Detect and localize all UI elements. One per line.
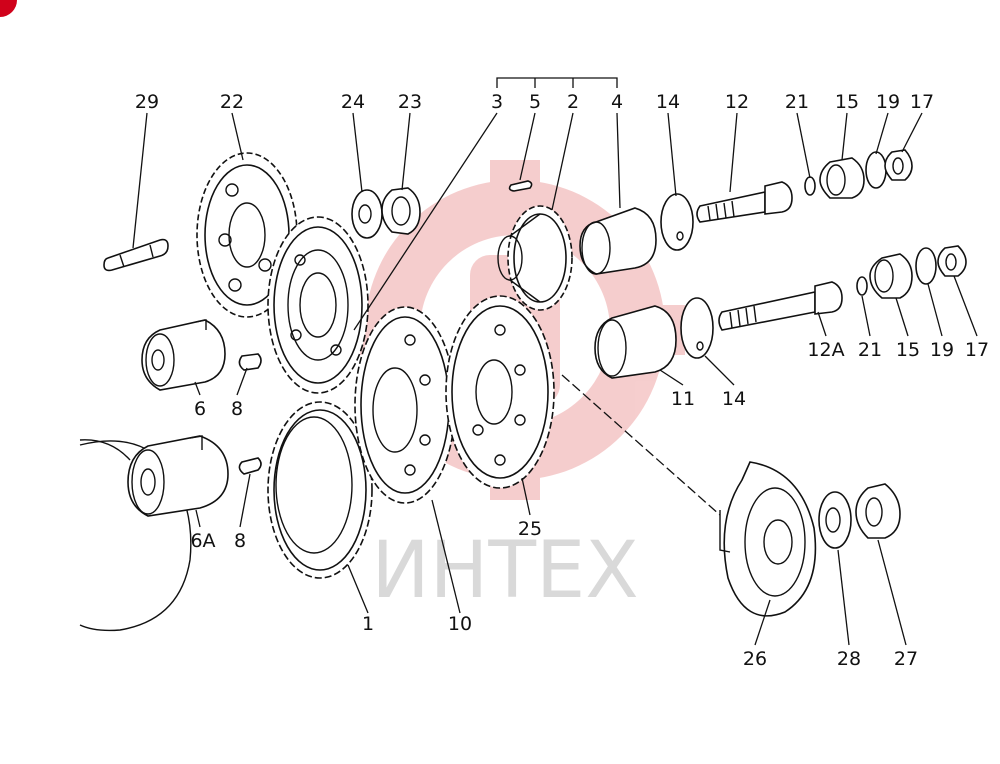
group-bracket bbox=[496, 77, 618, 88]
label-19-bottom: 19 bbox=[930, 339, 954, 361]
label-21-bottom: 21 bbox=[858, 339, 882, 361]
part-6a-crankshaft-hub bbox=[79, 435, 229, 632]
part-14-washer-top bbox=[660, 193, 694, 251]
label-17-bottom: 17 bbox=[965, 339, 989, 361]
label-29: 29 bbox=[135, 91, 159, 113]
label-26: 26 bbox=[743, 648, 767, 670]
part-15-collar-bottom bbox=[869, 253, 913, 299]
part-11-bushing bbox=[594, 305, 677, 379]
part-26-flange bbox=[719, 461, 817, 617]
label-8-lower: 8 bbox=[234, 530, 246, 552]
label-21-top: 21 bbox=[785, 91, 809, 113]
part-4-bushing bbox=[579, 207, 657, 275]
label-22: 22 bbox=[220, 91, 244, 113]
label-6: 6 bbox=[194, 398, 206, 420]
part-6-hub bbox=[141, 319, 226, 391]
label-17-top: 17 bbox=[910, 91, 934, 113]
label-8-upper: 8 bbox=[231, 398, 243, 420]
part-29-pin bbox=[103, 238, 169, 272]
part-10-gear bbox=[354, 306, 456, 504]
label-1: 1 bbox=[362, 613, 374, 635]
label-6a: 6A bbox=[190, 530, 215, 552]
corner-marker bbox=[0, 0, 17, 17]
part-5-key bbox=[508, 180, 533, 192]
part-3-gear bbox=[267, 216, 369, 394]
part-2-gear bbox=[497, 205, 573, 311]
label-19-top: 19 bbox=[876, 91, 900, 113]
part-25-gear bbox=[445, 295, 555, 489]
part-21-ring-top bbox=[804, 176, 816, 196]
part-1-gear bbox=[267, 401, 373, 579]
part-12a-bolt bbox=[718, 281, 843, 331]
label-3: 3 bbox=[491, 91, 503, 113]
part-27-nut bbox=[855, 483, 901, 539]
label-24: 24 bbox=[341, 91, 365, 113]
part-24-washer bbox=[351, 189, 383, 239]
part-12-bolt bbox=[696, 181, 793, 223]
part-22-gear bbox=[196, 152, 298, 318]
part-17-nut-top bbox=[884, 149, 913, 181]
part-28-washer bbox=[818, 491, 852, 549]
label-14-top: 14 bbox=[656, 91, 680, 113]
part-17-nut-bottom bbox=[937, 245, 967, 277]
part-8-key-upper bbox=[238, 353, 262, 371]
label-4: 4 bbox=[611, 91, 623, 113]
label-15-bottom: 15 bbox=[896, 339, 920, 361]
part-21-ring-bottom bbox=[856, 276, 868, 296]
label-2: 2 bbox=[567, 91, 579, 113]
label-25: 25 bbox=[518, 518, 542, 540]
part-19-ring-top bbox=[865, 151, 887, 189]
label-14-bottom: 14 bbox=[722, 388, 746, 410]
label-10: 10 bbox=[448, 613, 472, 635]
label-28: 28 bbox=[837, 648, 861, 670]
part-23-nut bbox=[381, 187, 421, 235]
label-11: 11 bbox=[671, 388, 695, 410]
label-23: 23 bbox=[398, 91, 422, 113]
part-14-washer-bottom bbox=[680, 297, 714, 359]
part-labels: 29 22 24 23 3 5 2 4 14 12 21 15 19 17 12… bbox=[135, 91, 989, 670]
label-12: 12 bbox=[725, 91, 749, 113]
part-8-key-lower bbox=[238, 457, 262, 475]
label-5: 5 bbox=[529, 91, 541, 113]
watermark-text: ИНТЕХ bbox=[371, 526, 638, 616]
label-12a: 12A bbox=[807, 339, 844, 361]
label-15-top: 15 bbox=[835, 91, 859, 113]
part-15-collar-top bbox=[819, 157, 865, 199]
label-27: 27 bbox=[894, 648, 918, 670]
leader-lines bbox=[132, 112, 978, 646]
part-19-ring-bottom bbox=[915, 247, 937, 285]
